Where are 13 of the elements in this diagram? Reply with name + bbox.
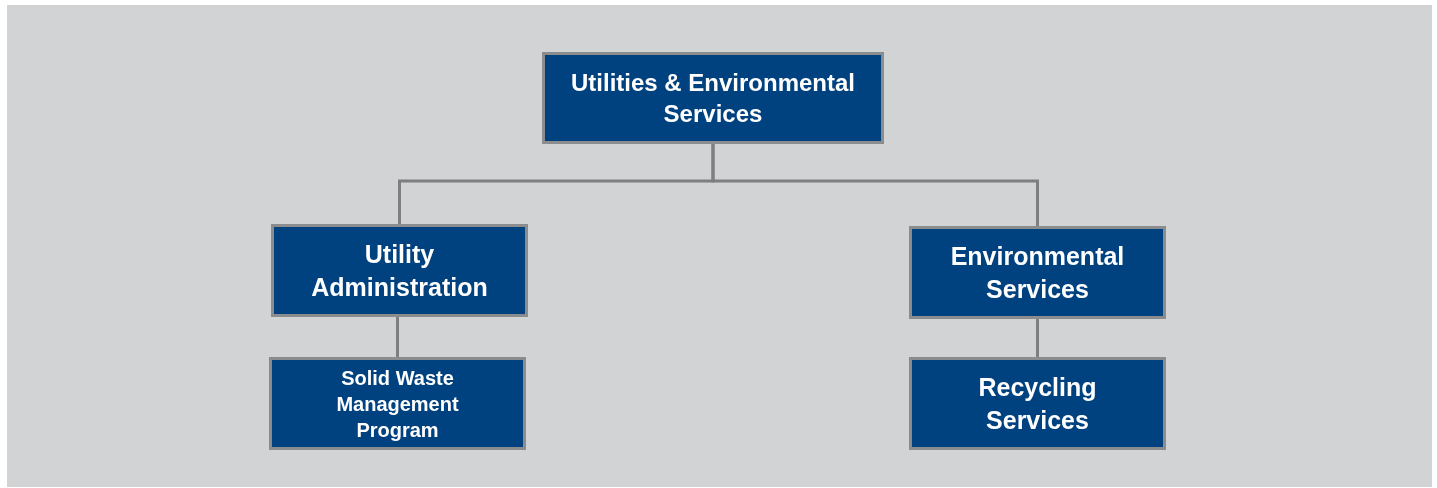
connector-line [1036, 319, 1039, 357]
box-label: Utilities & Environmental Services [569, 67, 857, 129]
box-label: Recycling Services [977, 372, 1098, 436]
org-box [909, 226, 1166, 319]
org-box [909, 357, 1166, 450]
box-label: Utility Administration [310, 239, 489, 303]
connector-line [396, 317, 399, 357]
org-box [542, 52, 884, 144]
box-label: Environmental Services [949, 241, 1126, 305]
org-box [269, 357, 526, 450]
box-label: Solid Waste Management Program [335, 365, 460, 443]
connector-line [711, 144, 1039, 226]
org-box [271, 224, 528, 317]
